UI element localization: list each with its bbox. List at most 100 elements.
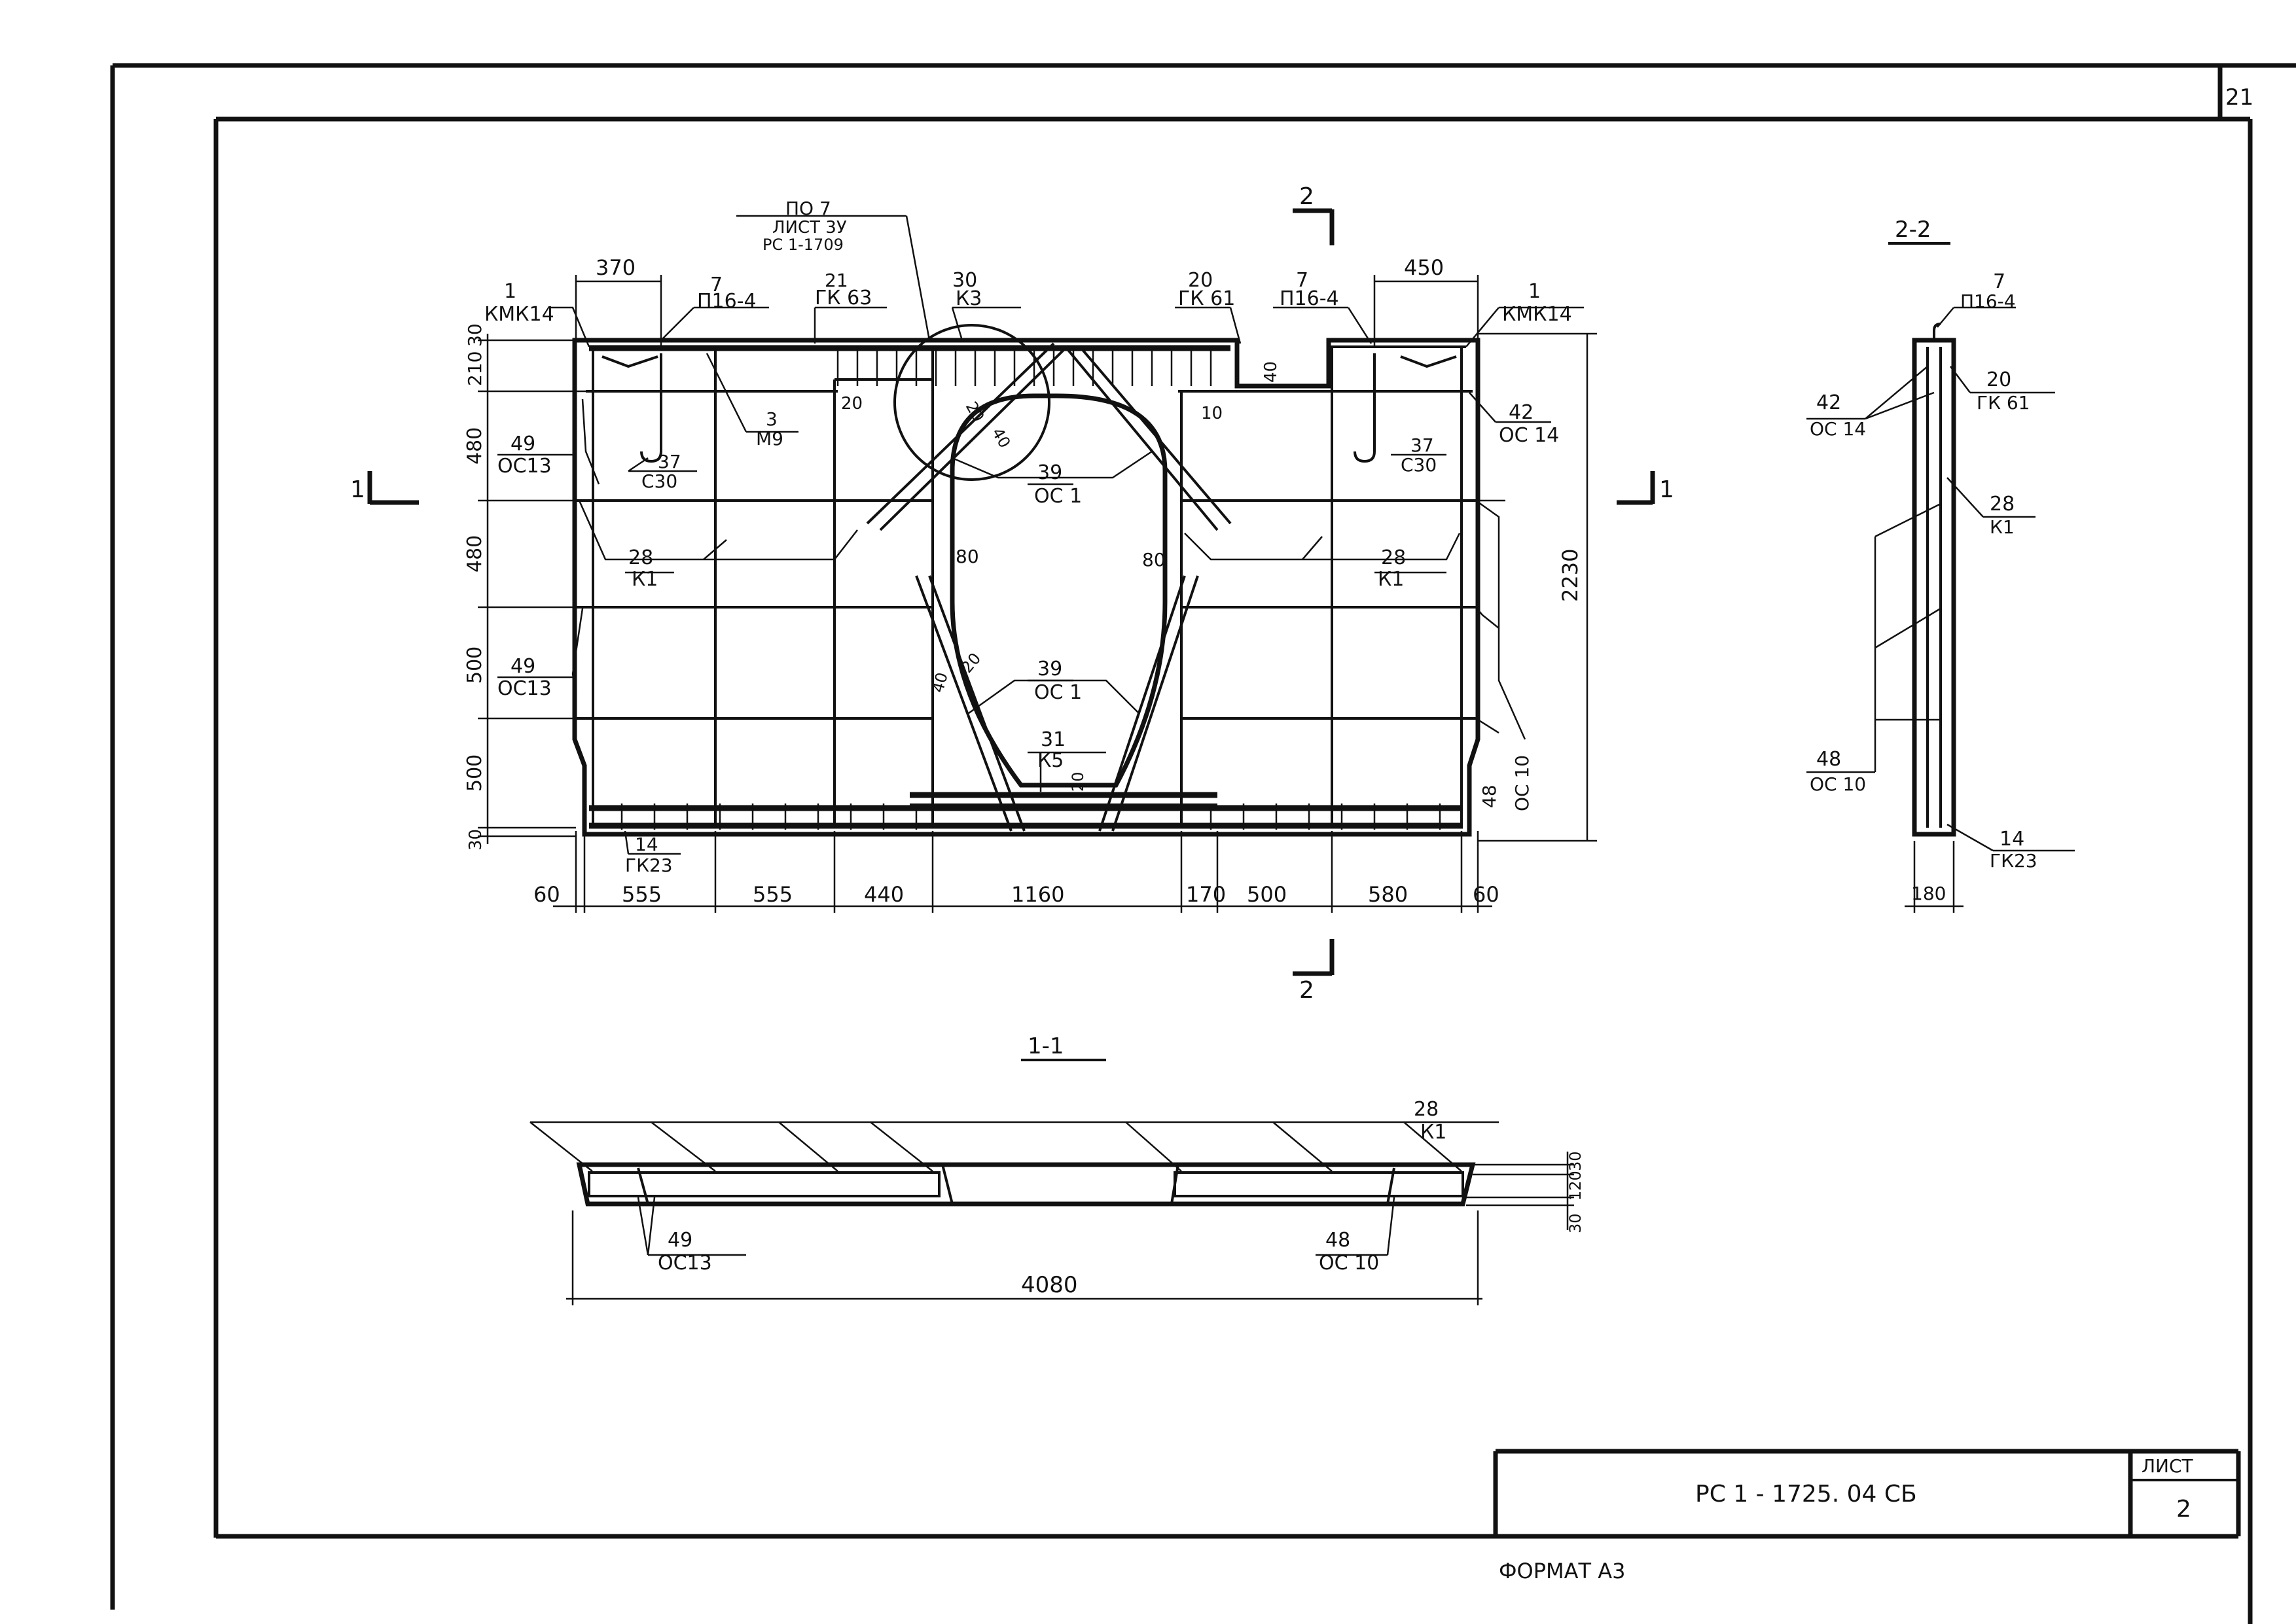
s11-callout-oc13: 49 ОС13 xyxy=(658,1229,712,1275)
callout-code: ОС 1 xyxy=(1034,485,1082,508)
callout-num: 7 xyxy=(710,274,723,296)
callout-code: К1 xyxy=(632,568,658,591)
callout-c30-left: 37 С30 xyxy=(641,451,681,492)
dim-2230: 2230 xyxy=(1558,549,1583,602)
dim-370: 370 xyxy=(596,255,636,280)
dim-small: 40 xyxy=(1261,361,1281,383)
callout-code: П16-4 xyxy=(697,290,757,313)
callout-num: 49 xyxy=(668,1229,692,1252)
dim-small: 20 xyxy=(841,394,863,414)
callout-num: 48 xyxy=(1325,1229,1350,1252)
callout-num: 1 xyxy=(504,280,516,303)
dim-left-500a: 500 xyxy=(463,646,486,684)
callout-code: ОС 14 xyxy=(1499,424,1559,447)
dim-left-210: 210 xyxy=(464,351,486,386)
callout-code: К1 xyxy=(1378,568,1404,591)
callout-num: 48 xyxy=(1816,748,1841,771)
callout-code: К5 xyxy=(1037,749,1064,772)
section-11-title: 1-1 xyxy=(1028,1033,1064,1059)
callout-k1-left: 28 К1 xyxy=(628,546,658,591)
callout-kmk-left: 1 КМК14 xyxy=(484,280,554,326)
s22-callout-oc10: 48 ОС 10 xyxy=(1810,748,1866,795)
callout-c30-right: 37 С30 xyxy=(1401,434,1437,476)
callout-p16-left: 7 П16-4 xyxy=(697,274,757,313)
drawing-frame: 21 xyxy=(110,63,2296,1624)
dim-bot-555a: 555 xyxy=(622,882,662,907)
callout-code: КМК14 xyxy=(484,303,554,326)
callout-code: ОС 10 xyxy=(1511,755,1533,811)
dim-left-480b: 480 xyxy=(463,535,486,573)
dim-small: 80 xyxy=(956,546,979,567)
dim-small: 40 xyxy=(988,425,1014,451)
callout-num: 21 xyxy=(825,270,848,291)
s22-callout-p16: 7 П16-4 xyxy=(1960,270,2016,312)
callout-code: ГК 61 xyxy=(1977,392,2030,414)
callout-code: П16-4 xyxy=(1960,291,2016,312)
callout-oc13-a: 49 ОС13 xyxy=(497,432,552,478)
title-designation: РС 1 - 1725. 04 СБ xyxy=(1695,1481,1917,1508)
s22-callout-oc14: 42 ОС 14 xyxy=(1810,391,1866,440)
callout-code: ОС13 xyxy=(658,1252,712,1275)
arched-opening xyxy=(950,393,1168,788)
section-22-title: 2-2 xyxy=(1895,217,1931,243)
ref-note-line3: РС 1-1709 xyxy=(762,236,844,254)
callout-num: 20 xyxy=(1986,368,2011,391)
callout-code: ГК23 xyxy=(1990,850,2037,872)
dim-left-30bot: 30 xyxy=(466,829,486,851)
dim-small: 80 xyxy=(1142,549,1166,571)
callout-code: ГК 63 xyxy=(815,287,872,309)
callout-num: 42 xyxy=(1816,391,1841,414)
dim-bot-60r: 60 xyxy=(1473,882,1499,907)
title-sheet-label: ЛИСТ xyxy=(2142,1455,2194,1477)
callout-code: К3 xyxy=(956,287,982,310)
callout-num: 39 xyxy=(1037,658,1062,680)
dim-bot-500: 500 xyxy=(1247,882,1287,907)
callout-code: С30 xyxy=(641,470,677,492)
callout-code: К1 xyxy=(1990,516,2015,538)
ref-note-line1: ПО 7 xyxy=(785,198,831,219)
section-22-width: 180 xyxy=(1911,883,1946,904)
callout-code: С30 xyxy=(1401,454,1437,476)
callout-k3: 30 К3 xyxy=(952,269,982,310)
callout-num: 39 xyxy=(1037,461,1062,484)
dim-small: 20 xyxy=(1069,771,1087,792)
elevation-view: 370 450 2230 30 210 480 480 500 500 30 xyxy=(350,183,1674,1004)
callout-num: 7 xyxy=(1296,269,1308,292)
callout-code: ОС13 xyxy=(497,677,552,700)
callout-code: ГК23 xyxy=(625,855,673,876)
callout-code: П16-4 xyxy=(1280,287,1339,310)
section-11-length: 4080 xyxy=(1021,1272,1078,1298)
callout-k1-right: 28 К1 xyxy=(1378,546,1406,591)
dim-left-480a: 480 xyxy=(463,427,486,465)
dim-bot-555b: 555 xyxy=(753,882,793,907)
callout-num: 28 xyxy=(1990,493,2015,516)
callout-num: 49 xyxy=(511,432,535,455)
callout-num: 31 xyxy=(1041,728,1066,751)
callout-code: КМК14 xyxy=(1502,303,1572,326)
format-label: ФОРМАТ А3 xyxy=(1499,1559,1626,1583)
ref-note-line2: ЛИСТ 3У xyxy=(772,218,847,238)
dim-bot-170: 170 xyxy=(1186,882,1226,907)
callout-num: 28 xyxy=(1381,546,1406,569)
title-block: РС 1 - 1725. 04 СБ ЛИСТ 2 xyxy=(1493,1449,2241,1536)
section-1-1: 1-1 xyxy=(529,1033,1585,1305)
callout-code: ОС 14 xyxy=(1810,418,1866,440)
callout-num: 14 xyxy=(2000,828,2024,851)
callout-num: 48 xyxy=(1479,785,1500,808)
callout-num: 1 xyxy=(1528,280,1541,303)
sheet-corner-number: 21 xyxy=(2225,84,2253,111)
callout-num: 42 xyxy=(1509,401,1534,424)
callout-oc10: 48 ОС 10 xyxy=(1479,755,1533,811)
dim-left-500b: 500 xyxy=(463,754,486,792)
panel-outline xyxy=(572,338,1480,837)
callout-code: М9 xyxy=(756,428,783,450)
callout-code: ОС 10 xyxy=(1810,773,1866,795)
callout-num: 30 xyxy=(952,269,977,292)
dim-small: 10 xyxy=(1201,404,1223,423)
callout-p16-right: 7 П16-4 xyxy=(1280,269,1339,310)
section-11-dim-30top: 30 xyxy=(1566,1151,1585,1171)
callout-num: 7 xyxy=(1993,270,2005,293)
s11-callout-k1: 28 К1 xyxy=(1414,1098,1446,1144)
callout-num: 37 xyxy=(1410,434,1434,456)
